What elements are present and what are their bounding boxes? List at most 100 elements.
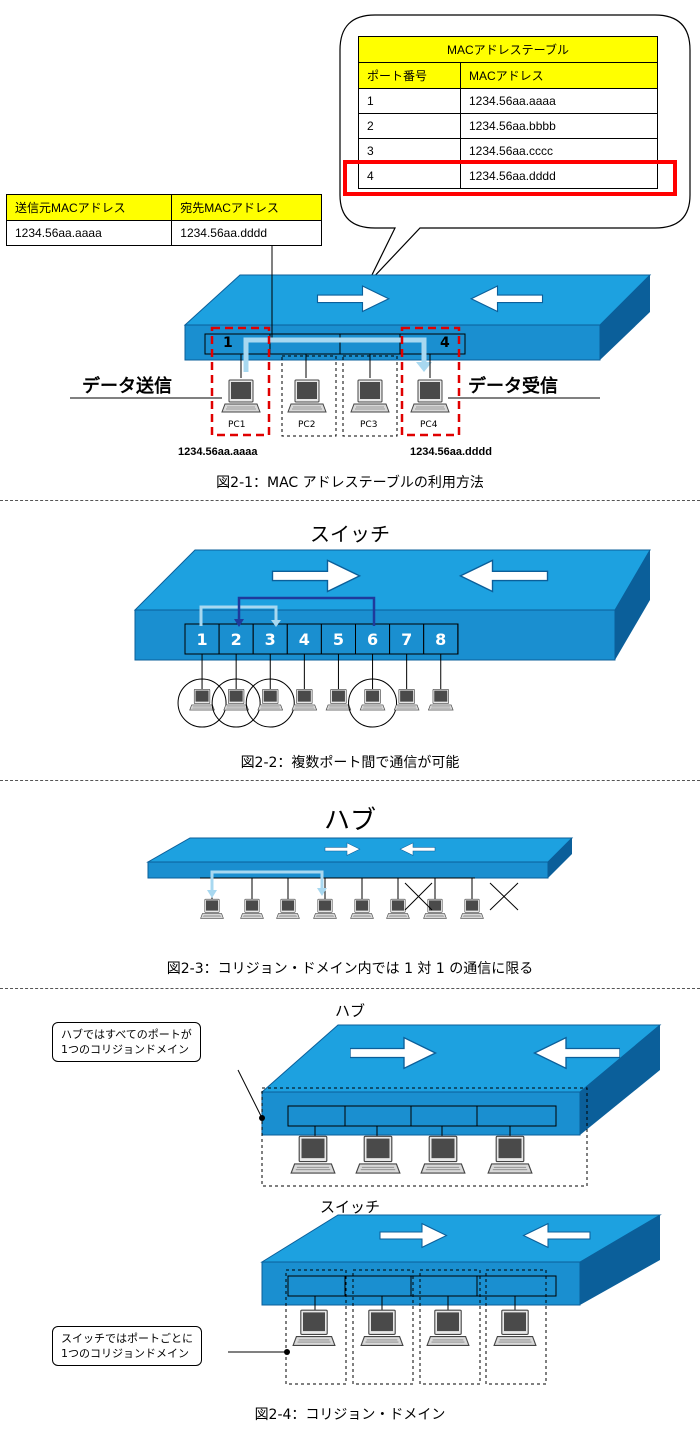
laptop-icon [460,898,484,919]
port-number: 8 [435,630,446,649]
port-label-right: 4 [440,335,450,351]
port-number: 2 [231,630,242,649]
mac-cell: 1234.56aa.dddd [460,163,658,189]
mac-cell: 1234.56aa.aaaa [460,88,658,114]
dst-mac-header: 宛先MACアドレス [171,194,322,221]
laptop-icon [355,1135,401,1174]
port-box [252,623,288,655]
port-box [184,623,220,655]
laptop-icon [420,1135,466,1174]
laptop-icon [359,688,386,711]
pc4-laptop-icon [410,379,450,413]
laptop-icon [493,1309,537,1346]
port-number: 3 [265,630,276,649]
frame-header-table: 送信元MACアドレス 宛先MACアドレス 1234.56aa.aaaa 1234… [5,194,322,246]
hub-title: ハブ [323,806,376,836]
mac-table-title: MACアドレステーブル [358,36,658,63]
hub-note-line2: 1つのコリジョンドメイン [61,1043,189,1056]
pc2-laptop-icon [287,379,327,413]
hub-fig4 [260,1024,662,1136]
hub-fig3 [146,837,574,879]
figure-caption-2-3: 図2-3：コリジョン・ドメイン内では 1 対 1 の通信に限る [166,961,534,977]
figure-caption-2-4: 図2-4：コリジョン・ドメイン [254,1407,446,1423]
port-cell: 3 [358,138,461,164]
pc1-laptop-icon [221,379,261,413]
laptop-icon [360,1309,404,1346]
pc3-laptop-icon [350,379,390,413]
col-mac-header: MACアドレス [460,62,658,89]
figure-caption-2-2: 図2-2：複数ポート間で通信が可能 [240,755,460,771]
port-box [286,623,322,655]
laptop-icon [325,688,352,711]
laptop-icon [240,898,264,919]
laptop-icon [189,688,215,711]
data-send-label: データ送信 [82,376,172,397]
port-number: 5 [333,630,344,649]
pc4-label: PC4 [420,420,438,430]
laptop-icon [276,898,300,919]
port-box [423,623,459,655]
pc1-label: PC1 [228,420,246,430]
laptop-icon [291,688,318,711]
hub-arrow-fig3 [210,870,324,894]
switch-fig1 [183,274,652,361]
laptop-icon [292,1309,336,1346]
connection-circle [177,678,227,728]
connection-circle [245,678,295,728]
hub-collision-domain [261,1087,588,1187]
port-box [320,623,356,655]
table-row-highlight [343,160,677,196]
mac-cell: 1234.56aa.cccc [460,138,658,164]
laptop-icon [426,1309,470,1346]
pc3-label: PC3 [360,420,378,430]
switch-title: スイッチ [310,522,390,546]
port-cell: 1 [358,88,461,114]
figure-caption-2-1: 図2-1：MAC アドレステーブルの利用方法 [216,475,484,491]
laptop-icon [428,688,454,711]
src-mac-value: 1234.56aa.aaaa [5,220,173,246]
arrow-port6-to-port2 [237,596,376,626]
laptop-icon [487,1135,533,1174]
dst-mac-value: 1234.56aa.dddd [171,220,322,246]
port-cell: 2 [358,113,461,139]
port-number: 4 [299,630,310,649]
laptop-icon [350,898,374,919]
mac-cell: 1234.56aa.bbbb [460,113,658,139]
hub-title-fig4: ハブ [334,1002,365,1020]
switch-note-line2: 1つのコリジョンドメイン [61,1347,189,1360]
port-box [218,623,254,655]
connection-circle [211,678,261,728]
switch-note-line1: スイッチではポートごとに [61,1332,193,1345]
port-number: 1 [196,630,207,649]
port-label-left: 1 [223,335,233,351]
connection-circle [348,678,398,728]
pc4-address: 1234.56aa.dddd [410,446,492,458]
port-box [355,623,391,655]
forward-arrow-fig1 [243,337,427,372]
switch-title-fig4: スイッチ [319,1198,380,1216]
divider [0,780,700,781]
laptop-icon [290,1135,336,1174]
divider [0,500,700,501]
switch-fig4 [260,1214,662,1306]
pc2-label: PC2 [298,420,316,430]
src-mac-header: 送信元MACアドレス [5,194,173,221]
port-cell: 4 [358,163,461,189]
data-receive-label: データ受信 [468,376,558,397]
laptop-icon [423,898,447,919]
laptop-icon [223,688,249,711]
laptop-icon [257,688,283,711]
laptop-icon [393,688,420,711]
hub-note: ハブではすべてのポートが 1つのコリジョンドメイン [52,1022,201,1062]
hub-note-line1: ハブではすべてのポートが [61,1028,192,1041]
laptop-icon [200,898,224,919]
col-port-header: ポート番号 [358,62,461,89]
switch-note: スイッチではポートごとに 1つのコリジョンドメイン [52,1326,202,1366]
laptop-icon [313,898,337,919]
divider [0,988,700,989]
